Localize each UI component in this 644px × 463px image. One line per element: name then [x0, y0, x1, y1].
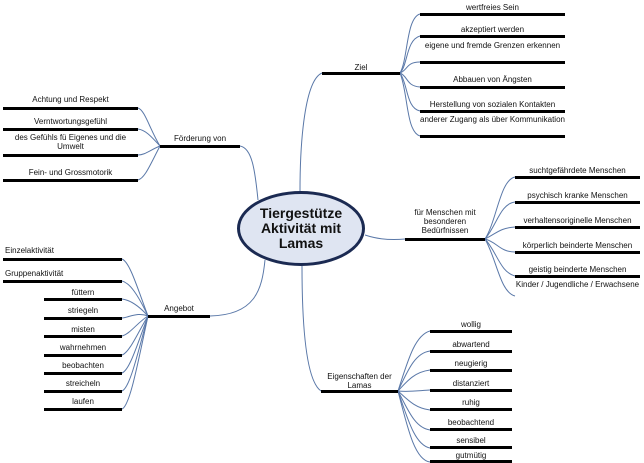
- branch-label-foerderung: Förderung von: [173, 134, 227, 143]
- eigenschaften-item-bar[interactable]: [430, 369, 512, 372]
- angebot-item-bar[interactable]: [44, 354, 122, 357]
- eigenschaften-item-bar[interactable]: [430, 389, 512, 392]
- angebot-item-5: misten: [71, 325, 95, 334]
- menschen-item-5: geistig beinderte Menschen: [528, 265, 627, 274]
- angebot-item-bar[interactable]: [44, 372, 122, 375]
- angebot-item-bar[interactable]: [44, 317, 122, 320]
- menschen-item-bar[interactable]: [515, 176, 640, 179]
- link-center-ziel: [299, 72, 323, 192]
- branch-bar-eigenschaften[interactable]: [321, 390, 398, 393]
- foerderung-item-bar[interactable]: [3, 154, 138, 157]
- eigenschaften-item-5: ruhig: [462, 398, 480, 407]
- link-center-eigenschaften: [301, 265, 322, 392]
- ziel-item-bar[interactable]: [420, 135, 565, 138]
- angebot-item-bar[interactable]: [44, 298, 122, 301]
- foerderung-item-3: des Gefühls fü Eigenes und die Umwelt: [14, 133, 127, 151]
- branch-bar-menschen[interactable]: [405, 238, 485, 241]
- angebot-item-bar[interactable]: [44, 335, 122, 338]
- eigenschaften-item-bar[interactable]: [430, 460, 512, 463]
- central-topic[interactable]: Tiergestütze Aktivität mit Lamas: [237, 191, 365, 266]
- menschen-item-6: Kinder / Jugendliche / Erwachsene: [515, 280, 640, 289]
- angebot-item-8: streicheln: [65, 379, 101, 388]
- eigenschaften-item-bar[interactable]: [430, 428, 512, 431]
- link-center-angebot: [209, 259, 266, 317]
- eigenschaften-item-4: distanziert: [452, 379, 490, 388]
- eigenschaften-item-bar[interactable]: [430, 408, 512, 411]
- eigenschaften-item-bar[interactable]: [430, 446, 512, 449]
- link-center-menschen: [364, 234, 406, 240]
- angebot-item-bar[interactable]: [3, 280, 122, 283]
- eigenschaften-item-6: beobachtend: [447, 418, 495, 427]
- menschen-item-bar[interactable]: [515, 251, 640, 254]
- foerderung-item-bar[interactable]: [3, 107, 138, 110]
- foerderung-item-2: Verntwortungsgefühl: [34, 117, 107, 126]
- angebot-item-bar[interactable]: [3, 258, 122, 261]
- branch-bar-foerderung[interactable]: [160, 145, 240, 148]
- ziel-item-5: Herstellung von sozialen Kontakten: [429, 100, 556, 109]
- branch-bar-angebot[interactable]: [148, 315, 210, 318]
- menschen-item-3: verhaltensoriginelle Menschen: [523, 216, 632, 225]
- menschen-item-bar[interactable]: [515, 201, 640, 204]
- angebot-item-6: wahrnehmen: [59, 343, 107, 352]
- ziel-item-bar[interactable]: [420, 35, 565, 38]
- ziel-item-1: wertfreies Sein: [466, 3, 519, 12]
- angebot-item-7: beobachten: [62, 361, 104, 370]
- ziel-item-6: anderer Zugang als über Kommunikation: [420, 115, 565, 124]
- angebot-item-4: striegeln: [67, 306, 99, 315]
- angebot-item-9: laufen: [72, 397, 94, 406]
- eigenschaften-item-bar[interactable]: [430, 330, 512, 333]
- ziel-item-bar[interactable]: [420, 61, 565, 64]
- menschen-item-2: psychisch kranke Menschen: [527, 191, 628, 200]
- foerderung-item-bar[interactable]: [3, 128, 138, 131]
- ziel-item-bar[interactable]: [420, 110, 565, 113]
- link-center-foerderung: [239, 145, 259, 201]
- eigenschaften-item-bar[interactable]: [430, 350, 512, 353]
- eigenschaften-item-8: gutmütig: [455, 451, 487, 460]
- eigenschaften-item-7: sensibel: [456, 436, 486, 445]
- foerderung-item-4: Fein- und Grossmotorik: [28, 168, 113, 177]
- ziel-item-4: Abbauen von Ängsten: [453, 75, 532, 84]
- ziel-item-bar[interactable]: [420, 86, 565, 89]
- ziel-item-bar[interactable]: [420, 13, 565, 16]
- branch-label-menschen: für Menschen mit besonderen Bedürfnissen: [414, 208, 476, 235]
- ziel-item-2: akzeptiert werden: [460, 25, 525, 34]
- foerderung-item-1: Achtung und Respekt: [32, 95, 109, 104]
- angebot-item-bar[interactable]: [44, 390, 122, 393]
- angebot-item-2: Gruppenaktivität: [5, 269, 64, 278]
- angebot-item-3: füttern: [71, 288, 95, 297]
- eigenschaften-item-2: abwartend: [452, 340, 490, 349]
- branch-label-angebot: Angebot: [164, 304, 194, 313]
- eigenschaften-item-3: neugierig: [454, 359, 488, 368]
- menschen-item-1: suchtgefährdete Menschen: [529, 166, 626, 175]
- menschen-item-4: körperlich beinderte Menschen: [522, 241, 633, 250]
- ziel-item-3: eigene und fremde Grenzen erkennen: [424, 41, 561, 50]
- menschen-item-bar[interactable]: [515, 226, 640, 229]
- branch-label-ziel: Ziel: [354, 63, 368, 72]
- foerderung-item-bar[interactable]: [3, 179, 138, 182]
- branch-bar-ziel[interactable]: [322, 72, 400, 75]
- menschen-item-bar[interactable]: [515, 275, 640, 278]
- branch-label-eigenschaften: Eigenschaften der Lamas: [327, 372, 392, 390]
- central-topic-title: Tiergestütze Aktivität mit Lamas: [259, 205, 343, 251]
- eigenschaften-item-1: wollig: [460, 320, 481, 329]
- angebot-item-bar[interactable]: [44, 408, 122, 411]
- angebot-item-1: Einzelaktivität: [5, 246, 54, 255]
